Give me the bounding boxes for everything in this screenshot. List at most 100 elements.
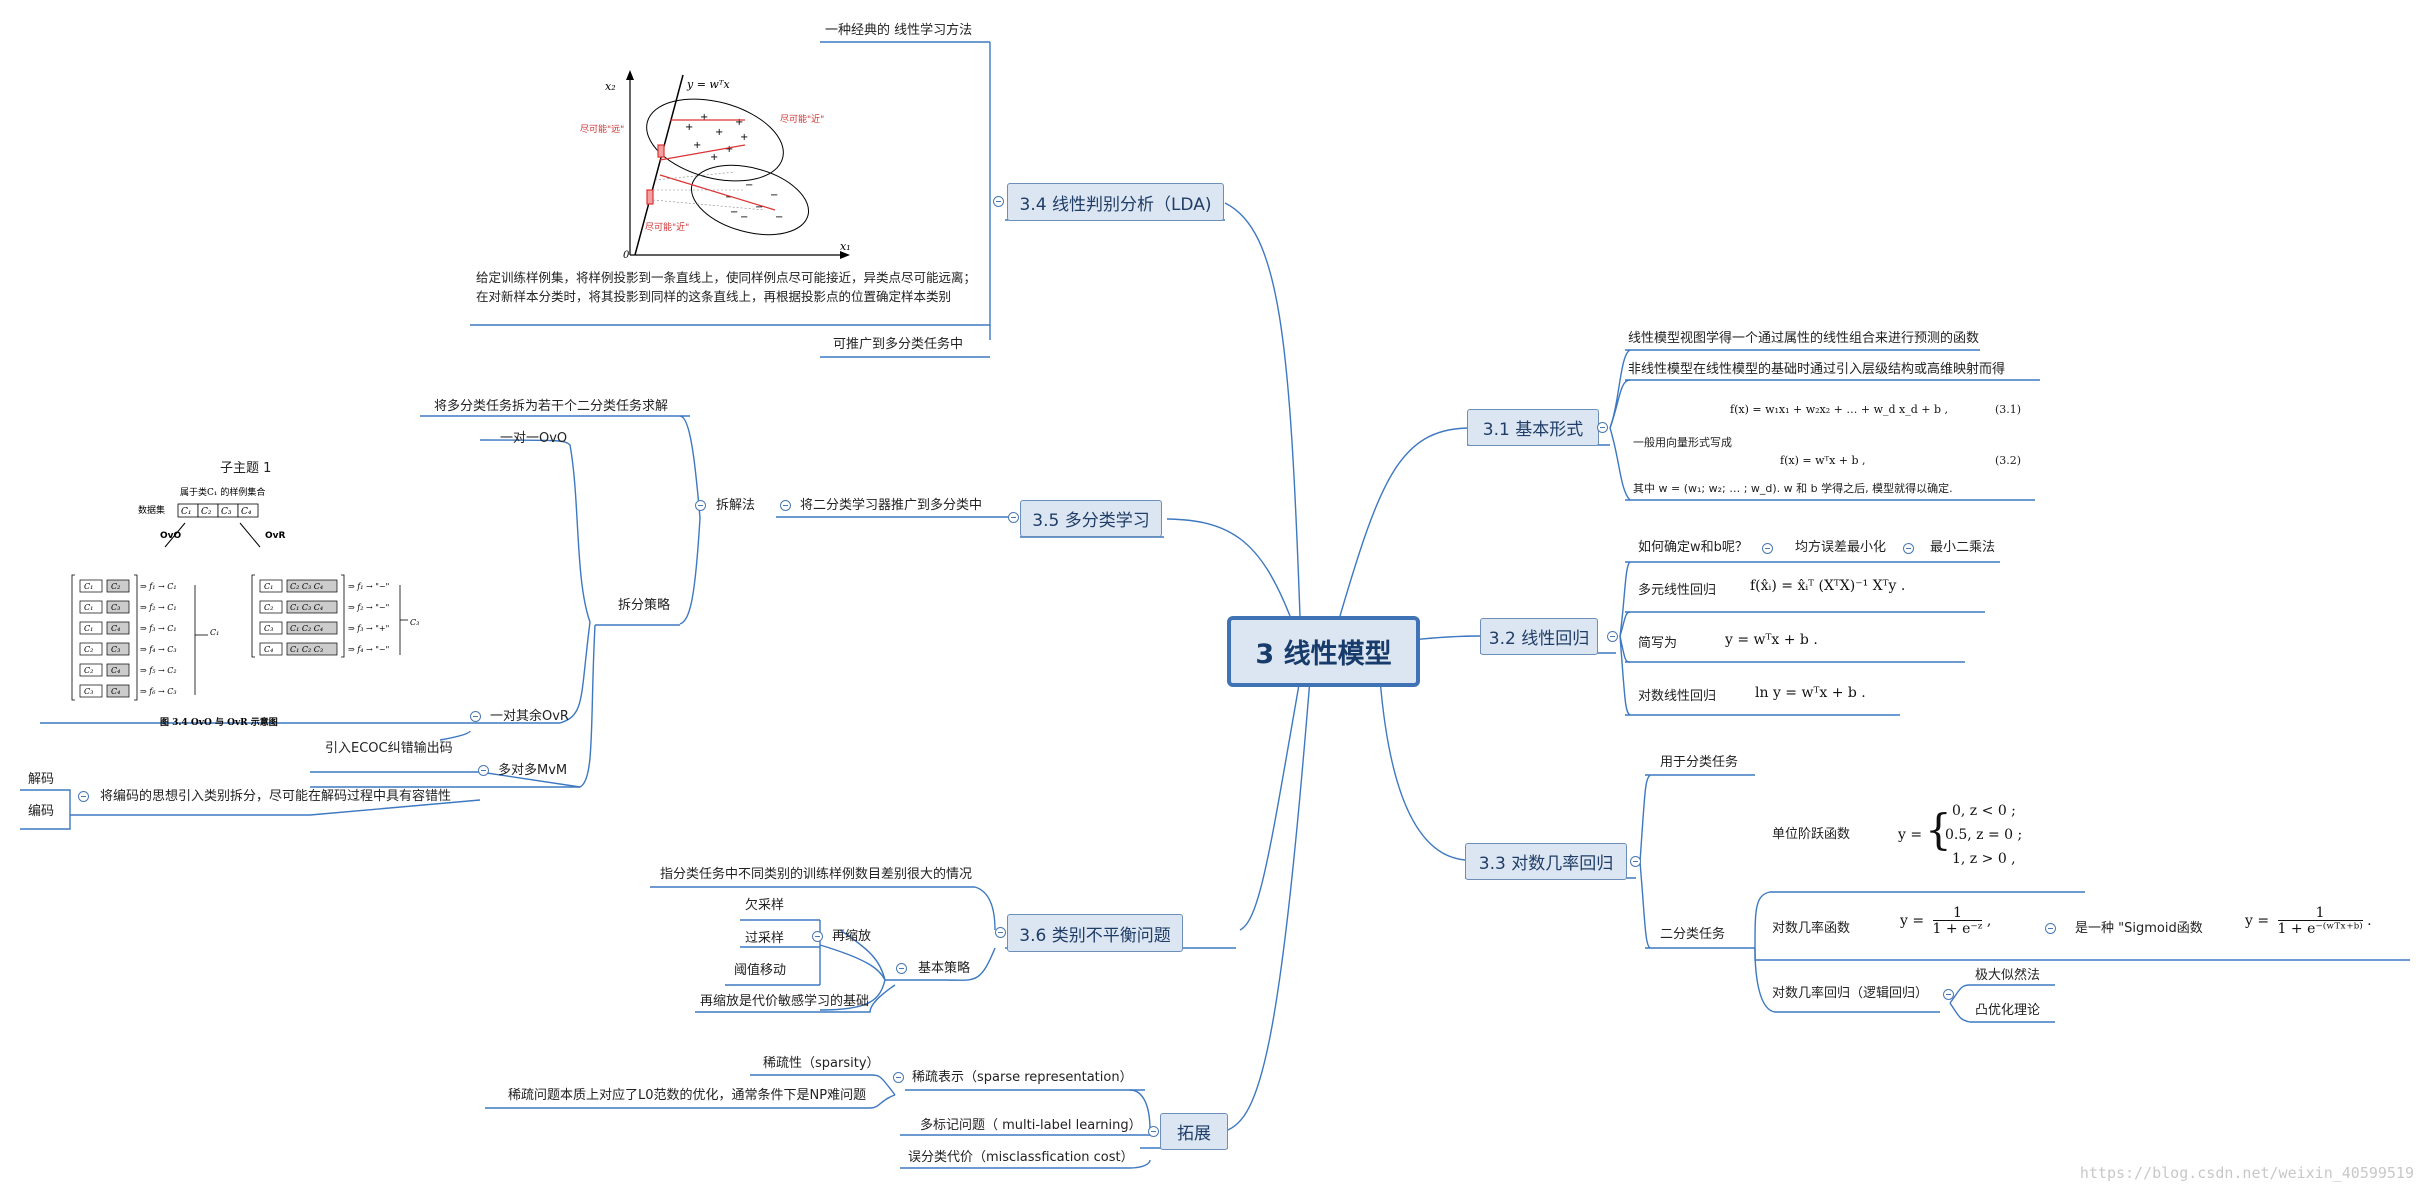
- strategy-ovo[interactable]: 一对一OvO: [500, 431, 568, 446]
- collapse-toggle-icon[interactable]: [896, 963, 907, 974]
- collapse-toggle-icon[interactable]: [1607, 631, 1618, 642]
- svg-text:+: +: [710, 152, 718, 163]
- collapse-toggle-icon[interactable]: [893, 1072, 904, 1083]
- mvm-ecoc[interactable]: 引入ECOC纠错输出码: [325, 741, 453, 756]
- rescale-threshold-moving[interactable]: 阈值移动: [734, 963, 787, 978]
- formula-lo-tail: ,: [1986, 913, 1992, 929]
- svg-text:C₂: C₂: [111, 582, 120, 591]
- logistic-binary-task[interactable]: 二分类任务: [1660, 927, 1726, 942]
- svg-text:C₃: C₃: [84, 687, 93, 696]
- topic-3-1-basic-form[interactable]: 3.1 基本形式: [1467, 409, 1599, 446]
- svg-text:C₃: C₃: [221, 507, 232, 517]
- collapse-toggle-icon[interactable]: [1597, 422, 1608, 433]
- collapse-toggle-icon[interactable]: [1903, 543, 1914, 554]
- svg-text:C₃: C₃: [410, 618, 419, 627]
- multiclass-generalize[interactable]: 将二分类学习器推广到多分类中: [800, 498, 983, 513]
- logistic-for-classification[interactable]: 用于分类任务: [1660, 755, 1739, 770]
- svg-text:C₃: C₃: [264, 624, 273, 633]
- svg-text:−: −: [740, 212, 748, 223]
- svg-text:C₂: C₂: [84, 666, 93, 675]
- regression-how-determine[interactable]: 如何确定w和b呢？: [1638, 540, 1748, 555]
- collapse-toggle-icon[interactable]: [995, 927, 1006, 938]
- regression-log-linear[interactable]: 对数线性回归: [1638, 689, 1717, 704]
- formula-3-1: f(x) = w₁x₁ + w₂x₂ + … + w_d x_d + b ,: [1730, 403, 1949, 416]
- mvm-coding-desc[interactable]: 将编码的思想引入类别拆分，尽可能在解码过程中具有容错性: [100, 789, 452, 804]
- collapse-toggle-icon[interactable]: [78, 791, 89, 802]
- mvm-decode[interactable]: 解码: [28, 772, 55, 787]
- basic-item-nonlinear[interactable]: 非线性模型在线性模型的基础时通过引入层级结构或高维映射而得: [1628, 362, 2006, 377]
- topic-3-5-multiclass[interactable]: 3.5 多分类学习: [1020, 500, 1162, 537]
- svg-text:⇒ f₂ → "−": ⇒ f₂ → "−": [348, 603, 389, 612]
- topic-3-6-imbalance[interactable]: 3.6 类别不平衡问题: [1007, 914, 1183, 952]
- regression-multivariate[interactable]: 多元线性回归: [1638, 583, 1717, 598]
- svg-text:C₄: C₄: [241, 507, 252, 517]
- svg-text:C₁: C₁: [181, 507, 192, 517]
- svg-text:−: −: [770, 190, 778, 201]
- subtopic-1[interactable]: 子主题 1: [220, 461, 272, 476]
- mvm-encode[interactable]: 编码: [28, 804, 55, 819]
- collapse-toggle-icon[interactable]: [478, 765, 489, 776]
- svg-text:⇒ f₂ → C₁: ⇒ f₂ → C₁: [140, 603, 177, 612]
- lda-item-classic[interactable]: 一种经典的 线性学习方法: [825, 23, 973, 38]
- collapse-toggle-icon[interactable]: [993, 196, 1004, 207]
- collapse-toggle-icon[interactable]: [2045, 923, 2056, 934]
- multiclass-strategy[interactable]: 拆分策略: [618, 598, 671, 613]
- collapse-toggle-icon[interactable]: [695, 500, 706, 511]
- multiclass-decompose-desc[interactable]: 将多分类任务拆为若干个二分类任务求解: [434, 399, 669, 414]
- formula-sg-lhs: y =: [2245, 913, 2270, 929]
- collapse-toggle-icon[interactable]: [1148, 1126, 1159, 1137]
- imbalance-rescale[interactable]: 再缩放: [832, 929, 872, 944]
- strategy-mvm[interactable]: 多对多MvM: [498, 763, 568, 778]
- logistic-log-odds-function[interactable]: 对数几率函数: [1772, 921, 1851, 936]
- svg-text:⇒ f₄ → C₃: ⇒ f₄ → C₃: [140, 645, 177, 654]
- imbalance-basic-strategy[interactable]: 基本策略: [918, 961, 971, 976]
- rescale-undersampling[interactable]: 欠采样: [745, 898, 785, 913]
- logistic-convex-opt[interactable]: 凸优化理论: [1975, 1003, 2041, 1018]
- fig-dataset-label: 数据集: [138, 504, 165, 516]
- extension-multilabel[interactable]: 多标记问题（ multi-label learning）: [920, 1118, 1142, 1133]
- basic-item-linear[interactable]: 线性模型视图学得一个通过属性的线性组合来进行预测的函数: [1628, 331, 1980, 346]
- svg-text:⇒ f₅ → C₂: ⇒ f₅ → C₂: [140, 666, 177, 675]
- topic-3-4-lda[interactable]: 3.4 线性判别分析（LDA): [1007, 183, 1224, 221]
- multiclass-decompose[interactable]: 拆解法: [716, 498, 756, 513]
- extension-sparse-np[interactable]: 稀疏问题本质上对应了L0范数的优化，通常条件下是NP难问题: [508, 1088, 867, 1103]
- root-topic[interactable]: 3 线性模型: [1227, 616, 1420, 687]
- lda-item-description[interactable]: 给定训练样例集，将样例投影到一条直线上，使同样例点尽可能接近，异类点尽可能远离；…: [476, 270, 977, 304]
- logistic-log-odds-regression[interactable]: 对数几率回归（逻辑回归）: [1772, 986, 1929, 1001]
- logistic-sigmoid[interactable]: 是一种 "Sigmoid函数: [2075, 921, 2203, 936]
- axis-label-x1: x₁: [840, 240, 851, 253]
- topic-3-3-logistic-regression[interactable]: 3.3 对数几率回归: [1465, 843, 1627, 880]
- extension-sparse-representation[interactable]: 稀疏表示（sparse representation）: [912, 1070, 1133, 1085]
- imbalance-definition[interactable]: 指分类任务中不同类别的训练样例数目差别很大的情况: [660, 867, 973, 882]
- lda-item-multiclass[interactable]: 可推广到多分类任务中: [833, 337, 964, 352]
- collapse-toggle-icon[interactable]: [1008, 512, 1019, 523]
- collapse-toggle-icon[interactable]: [1762, 543, 1773, 554]
- svg-text:C₂: C₂: [201, 507, 212, 517]
- regression-shorthand[interactable]: 简写为: [1638, 636, 1678, 651]
- collapse-toggle-icon[interactable]: [812, 931, 823, 942]
- topic-extension[interactable]: 拓展: [1160, 1113, 1228, 1150]
- formula-lo-lhs: y =: [1900, 913, 1925, 929]
- extension-sparsity[interactable]: 稀疏性（sparsity）: [763, 1056, 880, 1071]
- regression-mse[interactable]: 均方误差最小化: [1795, 540, 1887, 555]
- collapse-toggle-icon[interactable]: [1630, 856, 1641, 867]
- basic-where: 其中 w = (w₁; w₂; … ; w_d). w 和 b 学得之后, 模型…: [1633, 482, 1953, 495]
- logistic-step-function[interactable]: 单位阶跃函数: [1772, 827, 1851, 842]
- formula-step-brace: {: [1925, 805, 1952, 854]
- extension-misclassification-cost[interactable]: 误分类代价（misclassfication cost）: [908, 1150, 1134, 1165]
- collapse-toggle-icon[interactable]: [1943, 989, 1954, 1000]
- svg-text:C₄: C₄: [111, 666, 120, 675]
- imbalance-cost-sensitive[interactable]: 再缩放是代价敏感学习的基础: [700, 994, 870, 1009]
- svg-text:C₁: C₁: [84, 603, 93, 612]
- svg-text:C₄: C₄: [111, 687, 120, 696]
- strategy-ovr[interactable]: 一对其余OvR: [490, 709, 569, 724]
- formula-step-case-2: 0.5, z = 0 ;: [1945, 827, 2023, 843]
- collapse-toggle-icon[interactable]: [780, 500, 791, 511]
- topic-3-2-linear-regression[interactable]: 3.2 线性回归: [1480, 618, 1598, 655]
- regression-least-squares[interactable]: 最小二乘法: [1930, 540, 1996, 555]
- logistic-mle[interactable]: 极大似然法: [1975, 968, 2041, 983]
- rescale-oversampling[interactable]: 过采样: [745, 931, 785, 946]
- svg-text:⇒ f₃ → C₁: ⇒ f₃ → C₁: [140, 624, 177, 633]
- collapse-toggle-icon[interactable]: [470, 711, 481, 722]
- formula-step-case-3: 1, z > 0 ,: [1952, 851, 2016, 867]
